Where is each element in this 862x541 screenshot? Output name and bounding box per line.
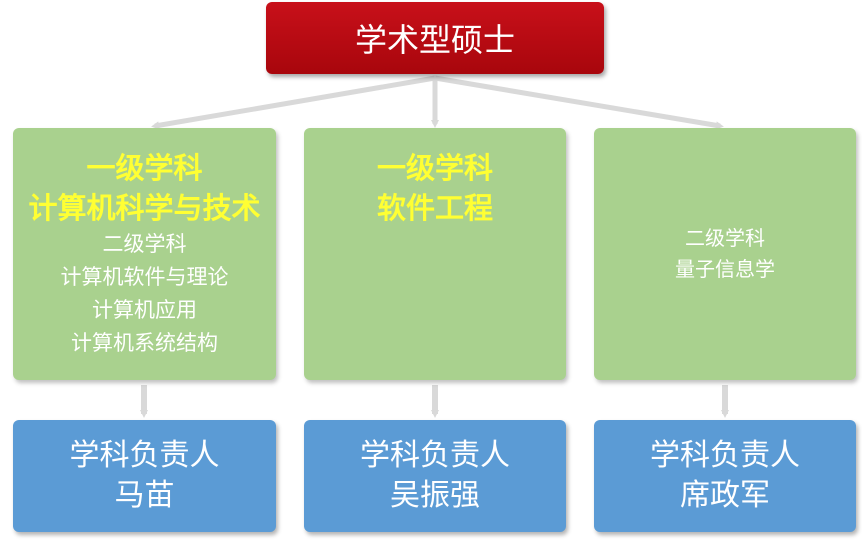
leader-name: 马苗 (114, 478, 175, 513)
first-level-name: 计算机科学与技术 (28, 191, 261, 225)
arrow-root-to-discipline-1 (151, 75, 436, 130)
root-title: 学术型硕士 (354, 21, 515, 59)
leader-box-1: 学科负责人 马苗 (13, 420, 276, 532)
leader-role: 学科负责人 (650, 438, 800, 473)
first-level-label: 一级学科 (376, 151, 493, 185)
discipline-to-leader-arrows (140, 385, 729, 418)
discipline-box-3: 二级学科 量子信息学 (594, 128, 856, 380)
leader-name: 席政军 (680, 478, 770, 513)
second-level-label: 二级学科 (685, 226, 765, 250)
second-level-item: 量子信息学 (675, 257, 775, 281)
arrow-root-to-discipline-3 (434, 75, 724, 130)
leader-role: 学科负责人 (360, 438, 510, 473)
root-node: 学术型硕士 (266, 2, 604, 74)
second-level-item: 计算机应用 (92, 298, 197, 322)
root-to-discipline-arrows (151, 75, 724, 130)
leader-name: 吴振强 (390, 478, 480, 513)
second-level-item: 计算机软件与理论 (60, 265, 229, 289)
second-level-label: 二级学科 (102, 232, 187, 256)
first-level-label: 一级学科 (86, 151, 203, 185)
discipline-box-2: 一级学科 软件工程 (304, 128, 566, 380)
discipline-box-1: 一级学科 计算机科学与技术 二级学科 计算机软件与理论 计算机应用 计算机系统结… (13, 128, 276, 380)
leader-role: 学科负责人 (69, 438, 220, 473)
first-level-name: 软件工程 (376, 191, 493, 225)
leader-box-3: 学科负责人 席政军 (594, 420, 856, 532)
second-level-item: 计算机系统结构 (71, 331, 218, 355)
leader-box-2: 学科负责人 吴振强 (304, 420, 566, 532)
